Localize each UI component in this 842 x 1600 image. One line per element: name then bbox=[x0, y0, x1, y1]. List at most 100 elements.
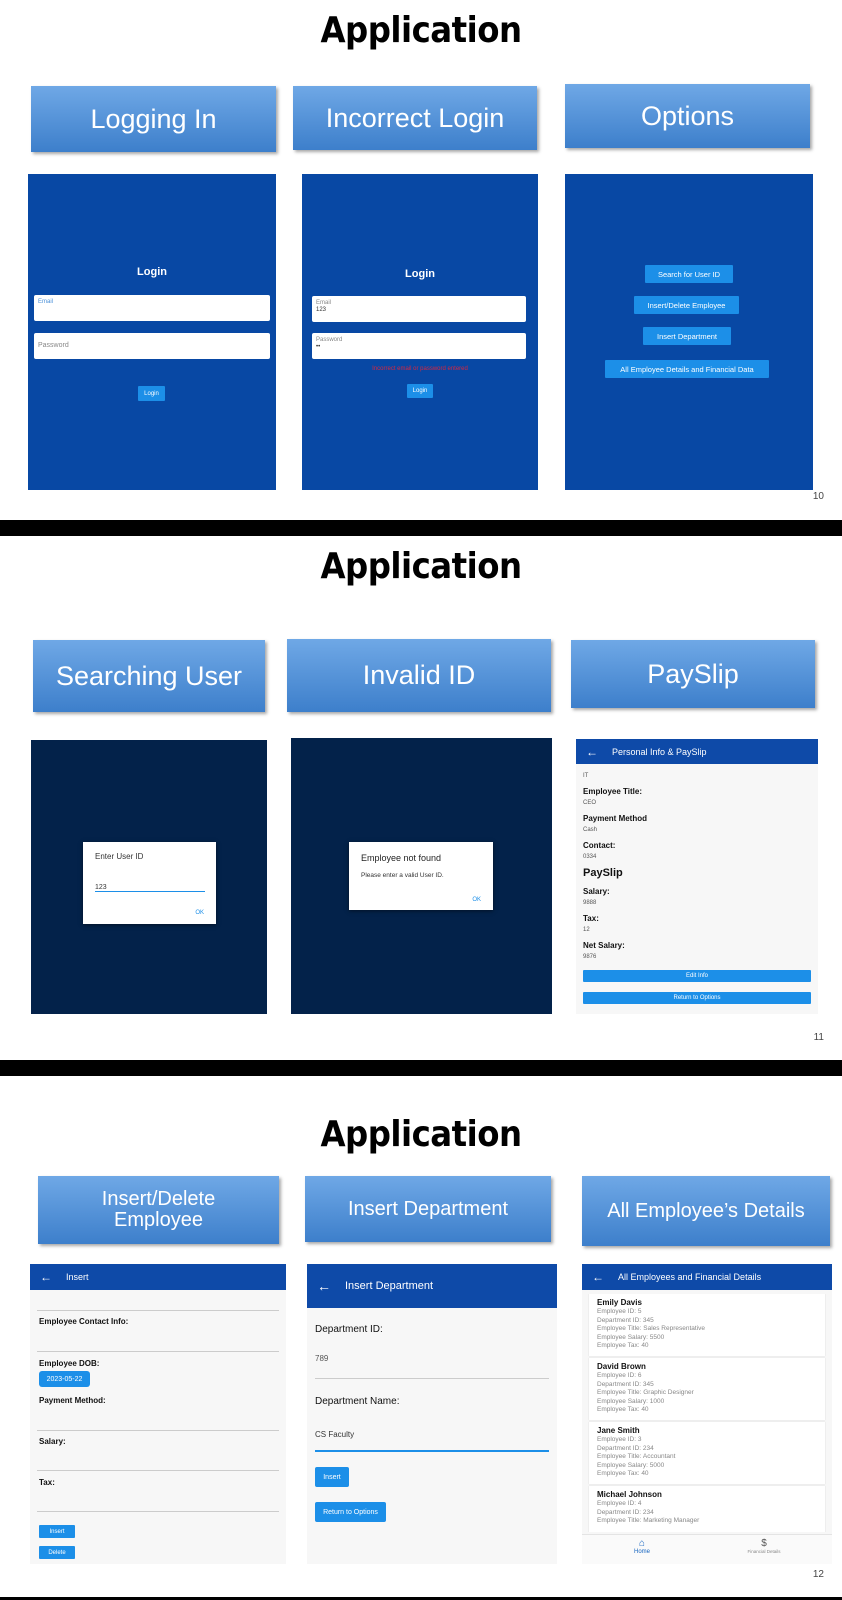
tax-label: Tax: bbox=[583, 914, 599, 923]
details-app-bar: ← All Employees and Financial Details bbox=[582, 1264, 832, 1290]
email-label: Email bbox=[38, 299, 54, 305]
payslip-app-bar: ← Personal Info & PaySlip bbox=[576, 739, 818, 764]
payment-method-label: Payment Method: bbox=[39, 1396, 106, 1405]
login-button[interactable]: Login bbox=[138, 386, 165, 401]
slide-separator bbox=[0, 1060, 842, 1076]
contact-value: 0334 bbox=[583, 854, 597, 860]
employee-detail-line: Employee Tax: 40 bbox=[597, 1342, 649, 1349]
back-arrow-icon[interactable]: ← bbox=[586, 744, 598, 759]
contact-info-label: Employee Contact Info: bbox=[39, 1317, 129, 1326]
dialog-message: Please enter a valid User ID. bbox=[361, 872, 444, 879]
all-details-screen: ← All Employees and Financial Details Em… bbox=[582, 1264, 832, 1564]
email-field[interactable]: Email 123 bbox=[312, 296, 526, 322]
login-error-message: Incorrect email or password entered bbox=[372, 366, 468, 372]
page-number: 11 bbox=[813, 1032, 824, 1043]
employee-detail-line: Employee Title: Marketing Manager bbox=[597, 1517, 700, 1524]
tax-underline[interactable] bbox=[37, 1511, 279, 1512]
header-insert-department: Insert Department bbox=[305, 1176, 551, 1242]
payslip-screen: ← Personal Info & PaySlip IT Employee Ti… bbox=[576, 739, 818, 1014]
insert-employee-screen: ← Insert Employee Contact Info: Employee… bbox=[30, 1264, 286, 1564]
employee-title-label: Employee Title: bbox=[583, 787, 642, 796]
edit-info-button[interactable]: Edit Info bbox=[583, 970, 811, 982]
employee-detail-line: Employee ID: 4 bbox=[597, 1500, 642, 1507]
password-field[interactable]: Password •• bbox=[312, 333, 526, 359]
options-screen: Search for User ID Insert/Delete Employe… bbox=[565, 174, 813, 490]
employee-not-found-dialog: Employee not found Please enter a valid … bbox=[349, 842, 493, 910]
dialog-title: Enter User ID bbox=[95, 852, 144, 861]
slide-12: Application Insert/Delete Employee Inser… bbox=[0, 1076, 842, 1600]
employee-detail-line: Employee ID: 3 bbox=[597, 1436, 642, 1443]
login-title: Login bbox=[137, 266, 167, 278]
all-employee-details-button[interactable]: All Employee Details and Financial Data bbox=[605, 360, 769, 378]
back-arrow-icon[interactable]: ← bbox=[592, 1270, 604, 1284]
password-value: •• bbox=[316, 344, 321, 350]
login-button[interactable]: Login bbox=[407, 384, 433, 398]
bottom-border bbox=[0, 1597, 842, 1600]
delete-button[interactable]: Delete bbox=[39, 1546, 75, 1559]
user-id-input[interactable]: 123 bbox=[95, 876, 205, 892]
header-incorrect-login: Incorrect Login bbox=[293, 86, 537, 150]
text-field-underline[interactable] bbox=[37, 1310, 279, 1311]
contact-info-underline[interactable] bbox=[37, 1351, 279, 1352]
payment-method-underline[interactable] bbox=[37, 1430, 279, 1431]
salary-label: Salary: bbox=[39, 1437, 66, 1446]
department-id-value: 789 bbox=[315, 1354, 329, 1363]
email-value: 123 bbox=[316, 307, 327, 313]
header-searching-user: Searching User bbox=[33, 640, 265, 712]
employee-detail-line: Employee ID: 5 bbox=[597, 1308, 642, 1315]
slide-title: Application bbox=[320, 1114, 522, 1155]
ok-button[interactable]: OK bbox=[472, 897, 481, 903]
app-bar-title: Insert Department bbox=[345, 1280, 434, 1292]
payment-method-value: Cash bbox=[583, 827, 598, 833]
slide-11: Application Searching User Invalid ID Pa… bbox=[0, 536, 842, 1060]
slide-separator bbox=[0, 520, 842, 536]
payslip-heading: PaySlip bbox=[583, 867, 623, 879]
dob-label: Employee DOB: bbox=[39, 1359, 100, 1368]
employee-detail-line: Employee Salary: 5500 bbox=[597, 1333, 665, 1341]
nav-financial-details[interactable]: $ Financial Details bbox=[734, 1538, 794, 1554]
password-field[interactable]: Password bbox=[34, 333, 270, 359]
department-id-underline[interactable] bbox=[315, 1378, 549, 1379]
email-field[interactable]: Email bbox=[34, 295, 270, 321]
employee-detail-line: Employee Tax: 40 bbox=[597, 1406, 649, 1413]
page-number: 10 bbox=[812, 491, 824, 502]
header-options: Options bbox=[565, 84, 810, 148]
department-app-bar: ← Insert Department bbox=[307, 1264, 557, 1308]
ok-button[interactable]: OK bbox=[195, 910, 204, 916]
employee-detail-line: Department ID: 234 bbox=[597, 1508, 654, 1516]
employee-detail-line: Employee Title: Graphic Designer bbox=[597, 1389, 694, 1396]
header-all-employee-details: All Employee’s Details bbox=[582, 1176, 830, 1246]
insert-department-button[interactable]: Insert Department bbox=[643, 327, 731, 345]
dob-picker-button[interactable]: 2023-05-22 bbox=[39, 1371, 90, 1387]
employee-name: Emily Davis bbox=[597, 1298, 642, 1307]
salary-underline[interactable] bbox=[37, 1470, 279, 1471]
search-user-id-button[interactable]: Search for User ID bbox=[645, 265, 733, 283]
nav-home[interactable]: ⌂ Home bbox=[622, 1538, 662, 1555]
slide-title: Application bbox=[320, 546, 522, 587]
department-name-underline[interactable] bbox=[315, 1450, 549, 1452]
tax-label: Tax: bbox=[39, 1478, 55, 1487]
insert-delete-employee-button[interactable]: Insert/Delete Employee bbox=[634, 296, 739, 314]
employee-detail-line: Employee ID: 6 bbox=[597, 1372, 642, 1379]
email-label: Email bbox=[316, 300, 332, 306]
slide-10: Application Logging In Incorrect Login O… bbox=[0, 0, 842, 520]
employee-name: Jane Smith bbox=[597, 1426, 640, 1435]
insert-button[interactable]: Insert bbox=[39, 1525, 75, 1538]
return-to-options-button[interactable]: Return to Options bbox=[315, 1502, 386, 1522]
slide-title: Application bbox=[320, 10, 522, 51]
back-arrow-icon[interactable]: ← bbox=[40, 1270, 52, 1284]
return-to-options-button[interactable]: Return to Options bbox=[583, 992, 811, 1004]
contact-label: Contact: bbox=[583, 841, 616, 850]
app-bar-title: All Employees and Financial Details bbox=[618, 1272, 762, 1282]
header-invalid-id: Invalid ID bbox=[287, 639, 551, 712]
back-arrow-icon[interactable]: ← bbox=[317, 1278, 331, 1294]
user-id-value: 123 bbox=[95, 884, 107, 891]
insert-button[interactable]: Insert bbox=[315, 1467, 349, 1487]
header-logging-in: Logging In bbox=[31, 86, 276, 152]
employee-detail-line: Employee Salary: 1000 bbox=[597, 1397, 665, 1405]
